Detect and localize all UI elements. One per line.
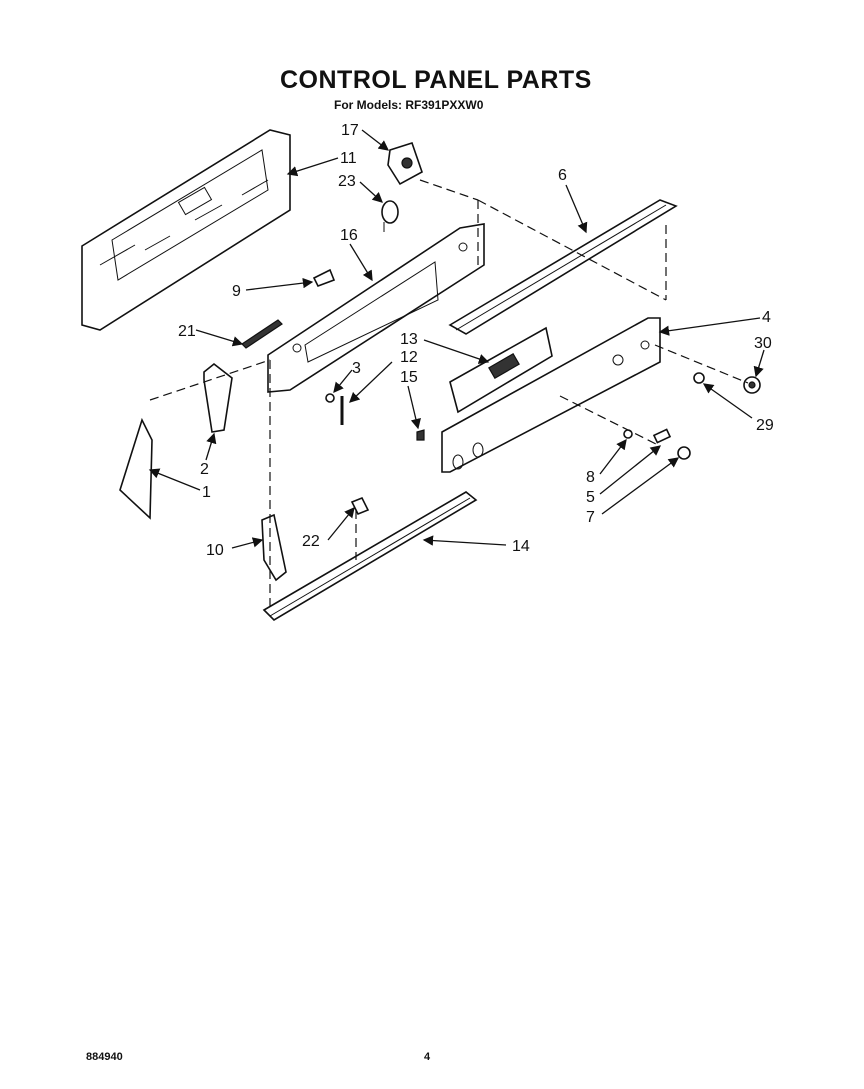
callout-9: 9 (232, 283, 241, 300)
part-30-knob (743, 376, 761, 394)
callout-11: 11 (340, 150, 357, 167)
page-number: 4 (424, 1051, 431, 1063)
callout-5: 5 (586, 489, 595, 506)
part-5-shaft (652, 428, 672, 444)
callout-10: 10 (206, 542, 224, 559)
document-code: 884940 (86, 1051, 123, 1063)
callout-1: 1 (202, 484, 211, 501)
part-23-switch (381, 200, 399, 232)
callout-8: 8 (586, 469, 595, 486)
page-title: CONTROL PANEL PARTS (280, 66, 592, 94)
part-21-connector (241, 319, 283, 349)
part-10-side-bracket (261, 513, 287, 582)
part-29-washer (693, 372, 705, 384)
callout-6: 6 (558, 167, 567, 184)
callout-21: 21 (178, 323, 196, 340)
part-15-screw (416, 429, 425, 441)
callout-4: 4 (762, 309, 771, 326)
callout-2: 2 (200, 461, 209, 478)
part-16-bracket (267, 223, 485, 393)
callout-17: 17 (341, 122, 359, 139)
part-8-bushing (623, 429, 633, 439)
part-14-bottom-trim (262, 491, 478, 622)
callout-13: 13 (400, 331, 418, 348)
part-9-clip (312, 268, 336, 288)
callout-14: 14 (512, 538, 530, 555)
callout-3: 3 (352, 360, 361, 377)
part-1-end-cap (119, 417, 153, 520)
part-3-screw (325, 393, 335, 403)
part-17-clock-module (387, 142, 423, 186)
callout-12: 12 (400, 349, 418, 366)
callout-15: 15 (400, 369, 418, 386)
part-11-rear-panel (81, 129, 291, 331)
callout-30: 30 (754, 335, 772, 352)
callout-7: 7 (586, 509, 595, 526)
model-subtitle: For Models: RF391PXXW0 (334, 98, 484, 112)
callout-16: 16 (340, 227, 358, 244)
part-4-control-panel (441, 317, 661, 473)
part-2-bracket (203, 362, 233, 433)
callout-23: 23 (338, 173, 356, 190)
assembly-dashed-lines (149, 179, 749, 610)
part-7-knob (677, 446, 691, 460)
part-6-trim-strip (448, 199, 678, 335)
callout-22: 22 (302, 533, 320, 550)
part-22-clip (350, 496, 370, 516)
part-13-circuit-board (449, 326, 553, 414)
leader-lines (148, 129, 765, 549)
callout-29: 29 (756, 417, 774, 434)
